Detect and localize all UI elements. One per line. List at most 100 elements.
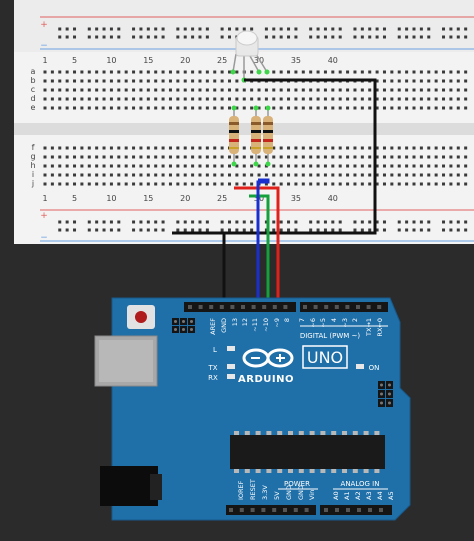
hole	[109, 173, 113, 177]
hole	[132, 164, 136, 168]
hole	[360, 27, 364, 31]
hole	[250, 164, 254, 168]
hole	[309, 146, 313, 150]
hole	[360, 220, 364, 224]
hole	[191, 146, 195, 150]
hole	[43, 70, 47, 74]
hole	[449, 182, 453, 186]
hole	[287, 164, 291, 168]
resistor-body	[229, 116, 239, 154]
hole	[301, 164, 305, 168]
led-tx	[227, 364, 235, 369]
hole	[154, 88, 158, 92]
hole	[456, 97, 460, 101]
hole	[205, 173, 209, 177]
hole	[323, 35, 327, 39]
hole	[176, 146, 180, 150]
hole	[279, 146, 283, 150]
hole	[257, 155, 261, 159]
hole	[405, 228, 409, 232]
column-number: 10	[106, 56, 116, 65]
hole	[117, 35, 121, 39]
hole	[73, 70, 77, 74]
wire-green[interactable]	[249, 194, 270, 306]
wire-red[interactable]	[234, 186, 280, 306]
hole	[87, 146, 91, 150]
hole	[250, 70, 254, 74]
hole	[405, 79, 409, 83]
hole	[360, 70, 364, 74]
hole	[139, 97, 143, 101]
hole	[360, 146, 364, 150]
hole	[301, 173, 305, 177]
hole	[176, 164, 180, 168]
icsp-pin-hole	[388, 401, 391, 405]
hole	[287, 97, 291, 101]
resistor-band	[263, 139, 273, 142]
hole	[235, 228, 239, 232]
hole	[191, 182, 195, 186]
wire-blue[interactable]	[256, 178, 270, 306]
hole	[279, 88, 283, 92]
hole	[102, 146, 106, 150]
hole	[464, 228, 468, 232]
hole	[87, 70, 91, 74]
bottom-rail-minus-label: −	[40, 233, 48, 243]
hole	[338, 70, 342, 74]
chip-pin	[244, 431, 250, 435]
hole	[382, 79, 386, 83]
hole	[183, 97, 187, 101]
hole	[449, 106, 453, 110]
hole	[242, 228, 246, 232]
reset-button[interactable]	[135, 311, 147, 323]
hole	[264, 27, 268, 31]
hole	[154, 97, 158, 101]
hole	[309, 27, 313, 31]
header-pin	[283, 508, 287, 512]
header-pin	[229, 508, 233, 512]
hole	[109, 228, 113, 232]
hole	[191, 70, 195, 74]
hole	[331, 228, 335, 232]
hole	[73, 35, 77, 39]
header-pin	[379, 508, 383, 512]
hole	[331, 220, 335, 224]
header-pin	[219, 305, 224, 309]
hole	[139, 106, 143, 110]
hole	[154, 35, 158, 39]
hole	[109, 164, 113, 168]
wire-black-gnd[interactable]	[172, 78, 377, 306]
hole	[419, 70, 423, 74]
hole	[368, 155, 372, 159]
hole	[382, 182, 386, 186]
chip-pin	[374, 469, 380, 473]
pin-label: ~5	[319, 318, 327, 328]
hole	[331, 173, 335, 177]
hole	[132, 220, 136, 224]
hole	[154, 173, 158, 177]
hole	[419, 97, 423, 101]
hole	[168, 106, 172, 110]
hole	[464, 88, 468, 92]
resistor	[251, 105, 261, 167]
hole	[198, 220, 202, 224]
hole	[65, 97, 69, 101]
hole	[228, 164, 231, 168]
hole	[50, 164, 54, 168]
hole	[279, 106, 283, 110]
hole	[287, 70, 291, 74]
hole	[464, 35, 468, 39]
hole	[154, 155, 158, 159]
hole	[442, 182, 446, 186]
hole	[242, 220, 246, 224]
hole	[50, 173, 54, 177]
hole	[176, 97, 180, 101]
hole	[95, 79, 99, 83]
rgb-led[interactable]	[230, 30, 270, 83]
hole	[58, 27, 62, 31]
hole	[220, 164, 224, 168]
hole	[139, 164, 143, 168]
hole	[419, 173, 423, 177]
header-pin	[368, 508, 372, 512]
